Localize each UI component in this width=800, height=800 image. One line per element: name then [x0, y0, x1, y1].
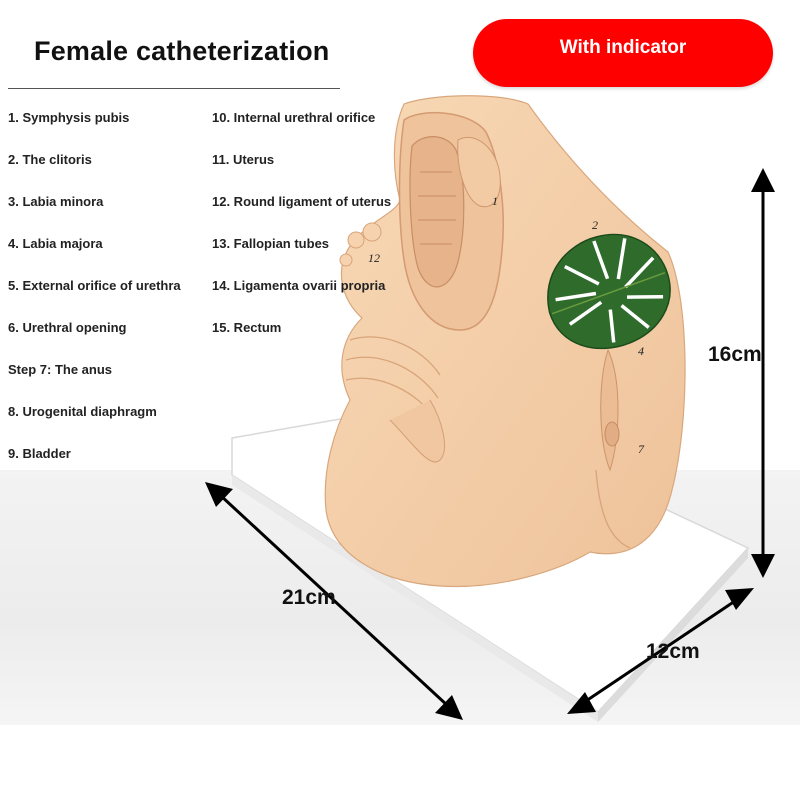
part-label: 14. Ligamenta ovarii propria [212, 278, 386, 293]
page-title: Female catheterization [34, 36, 330, 66]
height-arrow [751, 168, 775, 578]
part-label: 1. Symphysis pubis [8, 110, 130, 125]
with-indicator-badge: With indicator [473, 19, 773, 87]
pelvic-model [324, 95, 686, 588]
part-label: 3. Labia minora [8, 194, 104, 209]
model-marker-12: 12 [368, 251, 380, 265]
part-label: 12. Round ligament of uterus [212, 194, 392, 209]
part-label: 2. The clitoris [8, 152, 92, 167]
part-label: 13. Fallopian tubes [212, 236, 330, 251]
depth-arrow [567, 588, 754, 714]
height-dimension-label: 16cm [708, 343, 762, 366]
model-marker-1: 1 [492, 194, 498, 208]
part-label: 9. Bladder [8, 446, 71, 461]
part-label: Step 7: The anus [8, 362, 113, 377]
model-marker-2: 2 [592, 218, 598, 232]
width-arrow [205, 482, 463, 720]
part-label: 10. Internal urethral orifice [212, 110, 376, 125]
width-dimension-label: 21cm [282, 586, 336, 609]
part-label: 6. Urethral opening [8, 320, 127, 335]
depth-dimension-label: 12cm [646, 640, 700, 663]
model-marker-4: 4 [638, 344, 644, 358]
model-marker-7: 7 [638, 442, 645, 456]
part-label: 15. Rectum [212, 320, 282, 335]
part-label: 4. Labia majora [8, 236, 103, 251]
title-underline [8, 88, 340, 89]
part-label: 5. External orifice of urethra [8, 278, 181, 293]
part-label: 8. Urogenital diaphragm [8, 404, 157, 419]
model-number-markers: 1 2 4 7 12 [368, 194, 645, 456]
leaf-icon [547, 233, 671, 350]
part-label: 11. Uterus [212, 152, 275, 167]
